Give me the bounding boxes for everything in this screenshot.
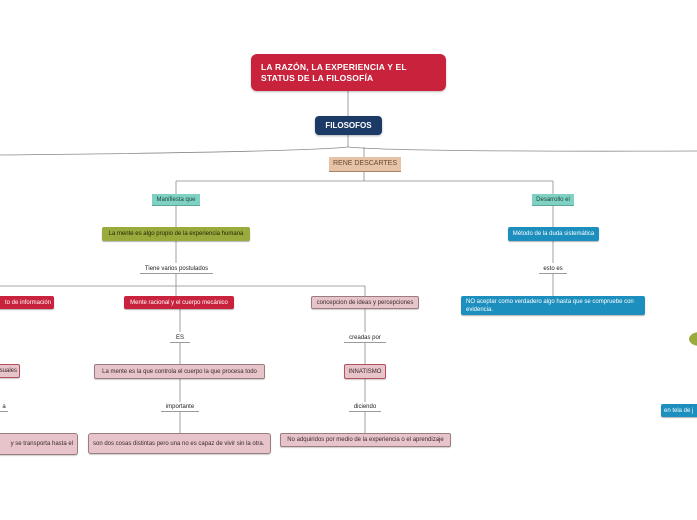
esto-es-label: esto es [539, 263, 567, 274]
root-topic-node[interactable]: LA RAZÓN, LA EXPERIENCIA Y EL STATUS DE … [251, 54, 446, 91]
a-label: a [0, 402, 8, 412]
suales-node[interactable]: suales [0, 364, 20, 378]
manifiesta-que-node[interactable]: Manifiesta que [152, 194, 200, 206]
en-tela-node[interactable]: en tela de j [661, 404, 697, 417]
diciendo-label: diciendo [349, 402, 381, 412]
es-label: ES [170, 332, 190, 343]
concepcion-node[interactable]: concepcion de ideas y percepciones [311, 296, 419, 309]
mente-controla-node[interactable]: La mente es la que controla el cuerpo la… [94, 364, 265, 379]
metodo-duda-node[interactable]: Método de la duda sistemática [508, 227, 599, 241]
importante-label: importante [161, 402, 199, 412]
tiene-postulados-label: Tiene varios postulados [140, 263, 213, 274]
mente-experiencia-node[interactable]: La mente es algo propio de la experienci… [102, 227, 250, 241]
collapsed-olive-node[interactable] [689, 332, 697, 346]
creadas-por-label: creadas por [344, 332, 386, 343]
desarrollo-node[interactable]: Desarrollo el [532, 194, 574, 206]
rene-descartes-node[interactable]: RENE DESCARTES [329, 157, 401, 172]
no-aceptar-node[interactable]: NO aceptar como verdadero algo hasta que… [461, 296, 645, 315]
transporta-node[interactable]: y se transporta hasta el [0, 433, 78, 455]
innatismo-node[interactable]: INNATISMO [344, 364, 386, 379]
no-adquiridos-node[interactable]: No adquiridos por medio de la experienci… [280, 433, 451, 447]
filosofos-node[interactable]: FILOSOFOS [315, 116, 382, 135]
informacion-node[interactable]: to de información [0, 296, 54, 309]
mente-racional-node[interactable]: Mente racional y el cuerpo mecánico [124, 296, 234, 309]
dos-cosas-node[interactable]: son dos cosas distintas pero una no es c… [88, 433, 271, 454]
